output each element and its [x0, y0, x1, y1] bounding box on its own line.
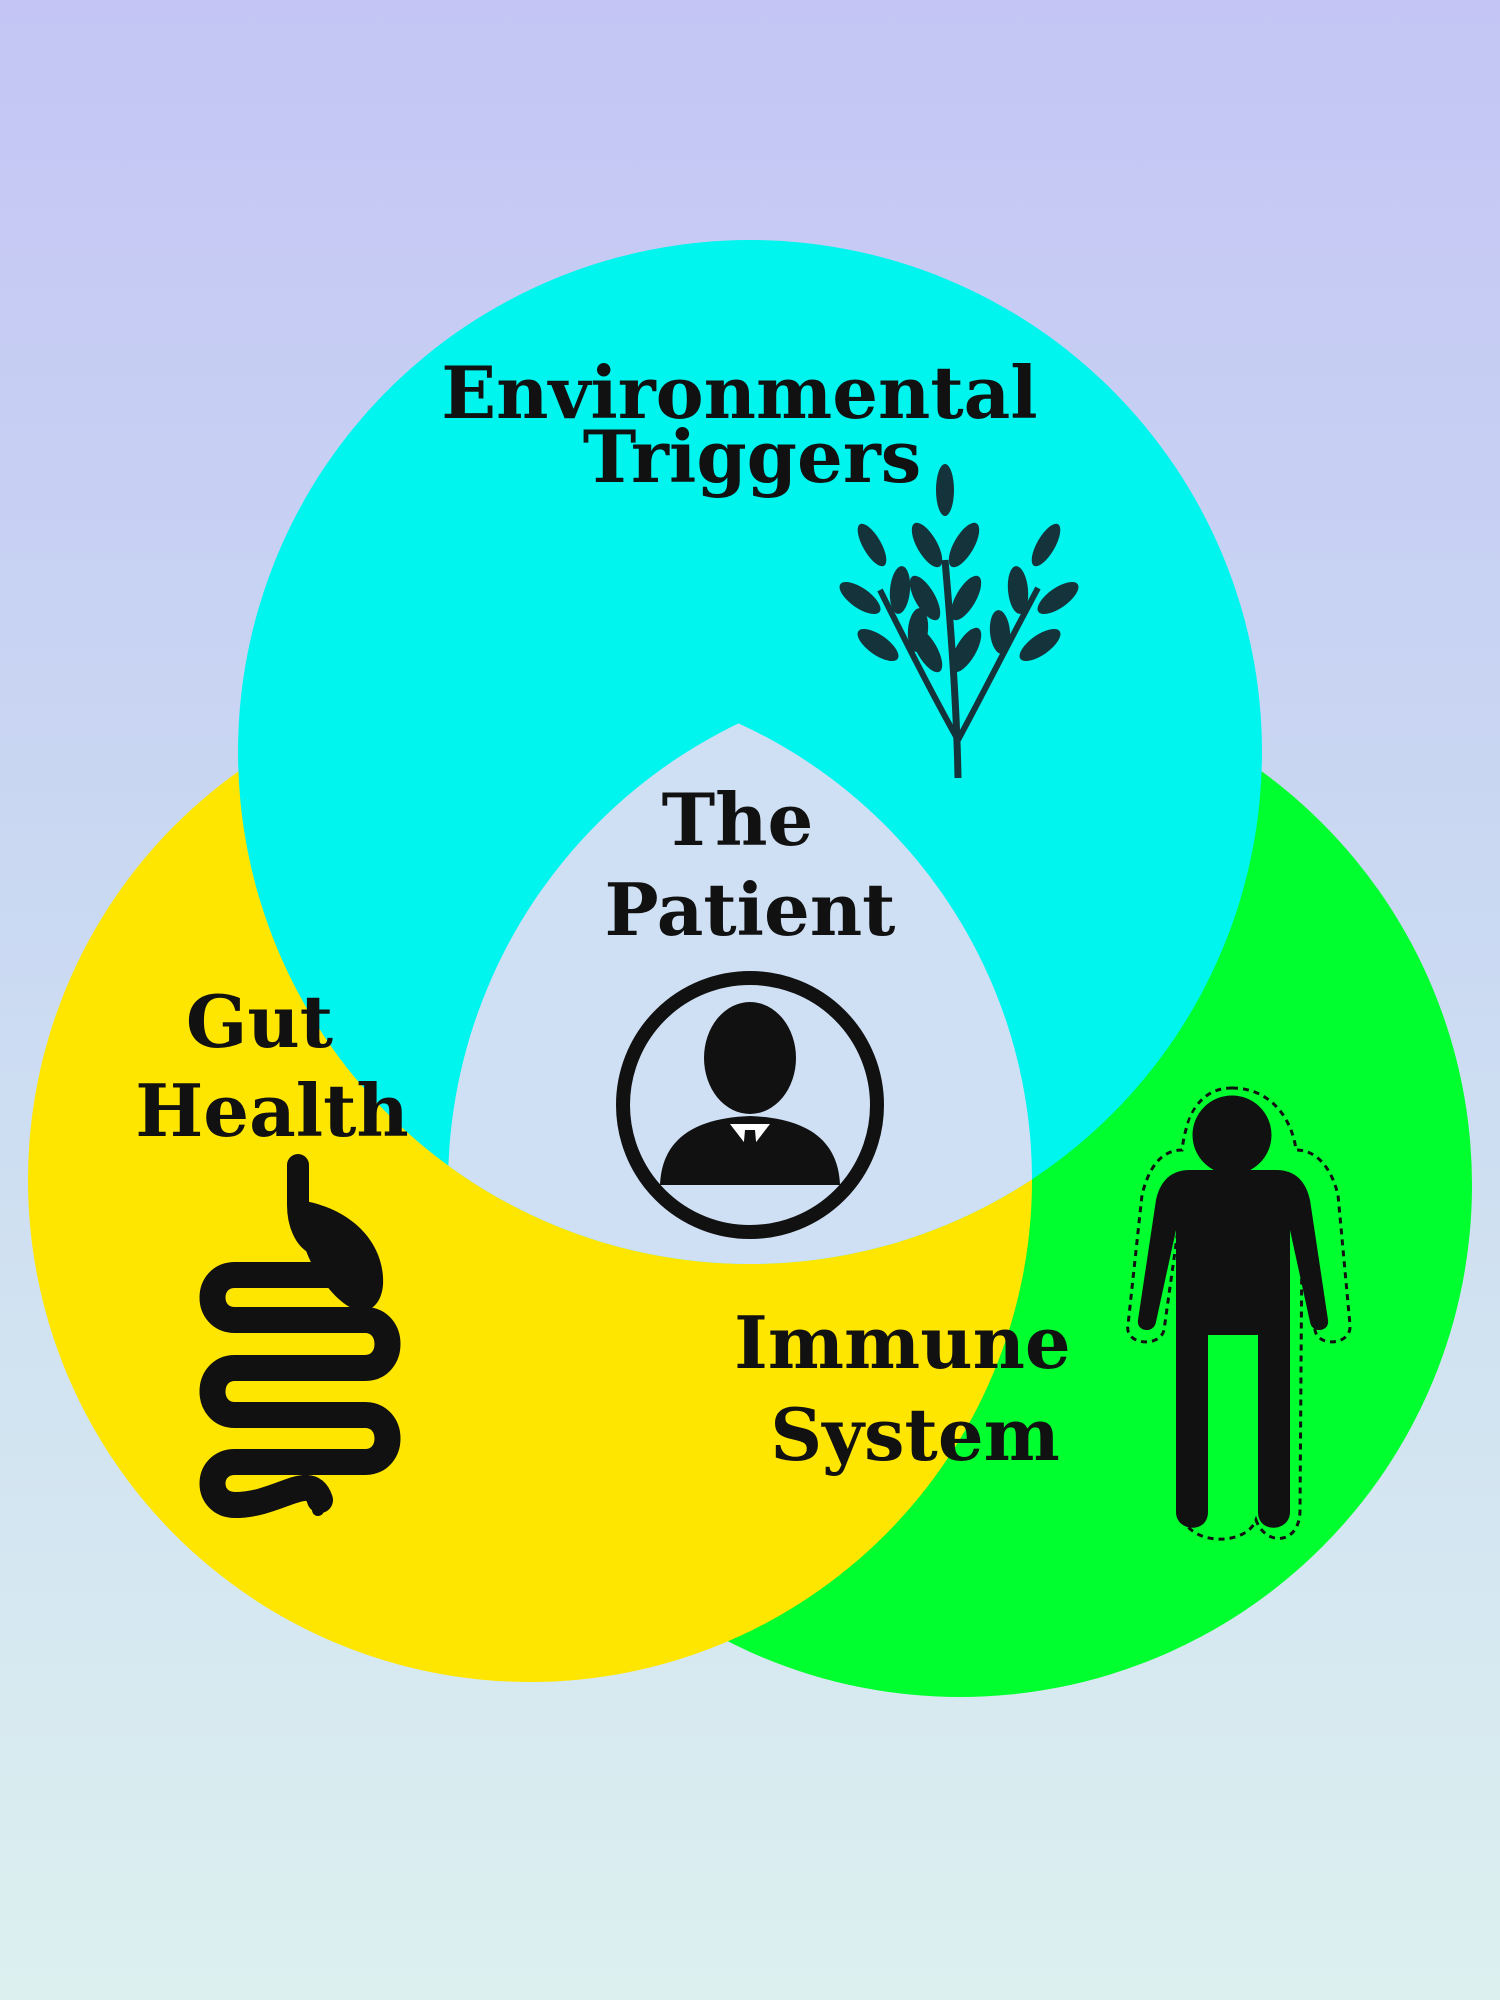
patient-avatar-icon [616, 971, 884, 1239]
intestine-icon [199, 1154, 401, 1518]
wheat-icon [839, 464, 1079, 779]
human-body-icon [1126, 1086, 1352, 1541]
immune-system-label: Immune System [734, 1300, 1096, 1477]
patient-region [448, 678, 1032, 1264]
the-patient-label: The Patient [605, 777, 896, 952]
environmental-triggers-label: Environmental Triggers [441, 350, 1062, 499]
gut-health-label: Gut Health [135, 979, 408, 1153]
